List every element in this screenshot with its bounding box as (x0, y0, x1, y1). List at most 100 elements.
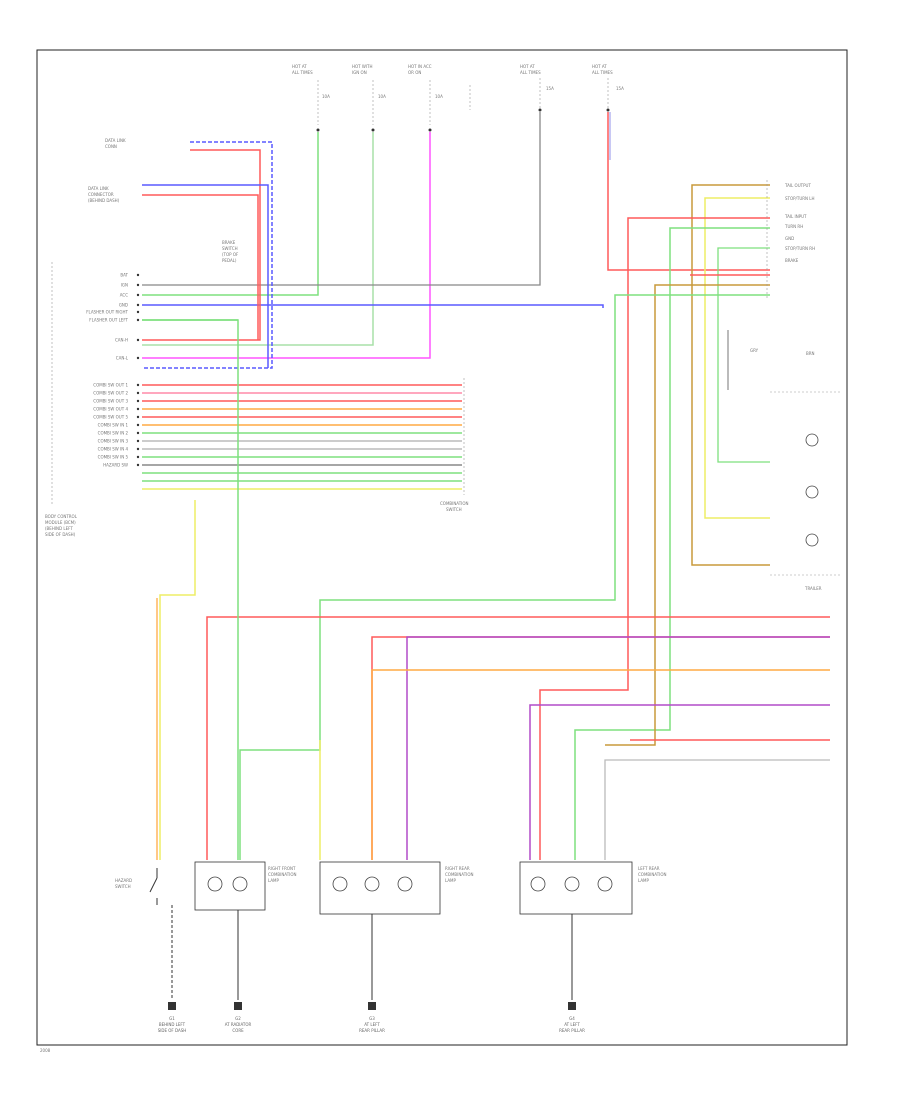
fuse-2-amp: 10A (378, 94, 386, 99)
ground-right-l2: AT LEFT (564, 1022, 580, 1027)
fuse-3-label2: OR ON (408, 70, 421, 75)
bcm-pin-terminal (136, 293, 140, 297)
hazard-label-1: HAZARD (115, 878, 132, 883)
bcm-pin-label: COMBI SW IN 2 (98, 431, 129, 436)
wire-purple-rear-2 (529, 704, 830, 860)
fuse-5-amp: 15A (616, 86, 624, 91)
svg-text:DATA LINK: DATA LINK (105, 138, 126, 143)
fuse-4-label: HOT AT (520, 64, 535, 69)
rr-lamp-label-2: COMBINATION (445, 872, 474, 877)
lr-lamp-label-2: COMBINATION (638, 872, 667, 877)
wire-gray-fuse4 (142, 112, 541, 286)
bcm-pin-label: CAN-H (115, 338, 128, 343)
wire-magenta-fuse3 (142, 132, 431, 359)
bcm-pin-terminal (136, 383, 140, 387)
fuse-4-label2: ALL TIMES (520, 70, 541, 75)
trailer-pin-label: BRAKE (785, 258, 799, 263)
wire-can-red (142, 149, 261, 341)
wire-brown-trailer-2 (605, 284, 770, 746)
ground-left-l2: BEHIND LEFT (159, 1022, 186, 1027)
fuse-4: HOT AT ALL TIMES 15A (520, 64, 554, 112)
lr-lamp-label-1: LEFT REAR (638, 866, 660, 871)
top-left-labels: DATA LINK CONN DATA LINK CONNECTOR (BEHI… (88, 138, 239, 263)
right-rear-lamp: RIGHT REAR COMBINATION LAMP (319, 861, 474, 1000)
wire-red-rear-1 (206, 616, 830, 860)
trailer-pin-label: STOP/TURN LH (785, 196, 815, 201)
bcm-pin-terminal (136, 310, 140, 314)
bcm-title-2: MODULE (BCM) (45, 520, 76, 525)
rr-lamp-label-1: RIGHT REAR (445, 866, 470, 871)
svg-text:(BEHIND DASH): (BEHIND DASH) (88, 198, 120, 203)
svg-text:CONNECTOR: CONNECTOR (88, 192, 114, 197)
svg-text:SWITCH: SWITCH (222, 246, 238, 251)
trailer-pin-label: GND (785, 236, 794, 241)
bcm-pin-terminal (136, 439, 140, 443)
combi-title-1: COMBINATION (440, 501, 469, 506)
bcm-pin-label: COMBI SW OUT 2 (93, 391, 128, 396)
fuse-5: HOT AT ALL TIMES 15A (592, 64, 624, 112)
bcm-pin-terminal (136, 391, 140, 395)
trailer-lamp-1 (805, 433, 819, 447)
wire-gray-rear (604, 759, 830, 860)
combi-title-2: SWITCH (446, 507, 462, 512)
ground-right-l1: G4 (569, 1016, 575, 1021)
bcm-pin-terminal (136, 447, 140, 451)
fuse-5-label: HOT AT (592, 64, 607, 69)
bottom-components: HAZARD SWITCH RIGHT FRONT COMBINATION LA… (115, 861, 667, 1000)
wire-data-blue (142, 184, 269, 368)
fuse-group: HOT AT ALL TIMES 10A HOT WITH IGN ON 10A… (292, 64, 624, 132)
ground-mid: G3 AT LEFT REAR PILLAR (359, 1002, 385, 1033)
bcm-pin-label: COMBI SW OUT 5 (93, 415, 128, 420)
bcm-pin-label: IGN (121, 283, 128, 288)
bcm-pin-label: FLASHER OUT RIGHT (86, 310, 128, 315)
bcm-pin-label: COMBI SW OUT 4 (93, 407, 128, 412)
fuse-3-amp: 10A (435, 94, 443, 99)
wire-purple-rear (406, 636, 830, 860)
ground-left-l1: G1 (169, 1016, 175, 1021)
combi-switch: COMBINATION SWITCH (440, 378, 469, 512)
rr-lamp-label-3: LAMP (445, 878, 457, 883)
diagram-frame (36, 49, 848, 1046)
wire-green-long (239, 294, 770, 860)
wire-brown-trailer (691, 184, 770, 566)
svg-text:BRAKE: BRAKE (222, 240, 236, 245)
wire-green-fuse1 (142, 132, 319, 296)
bcm-pin-terminal (136, 415, 140, 419)
ground-front-l3: CORE (232, 1028, 244, 1033)
wire-red-fuse5 (607, 112, 770, 271)
wire-blue-long (142, 304, 604, 308)
bcm-pin-terminal (136, 303, 140, 307)
bcm-pin-label: ACC (120, 293, 128, 298)
svg-text:BRN: BRN (806, 351, 815, 356)
hazard-switch: HAZARD SWITCH (115, 868, 173, 1000)
fuse-2-label2: IGN ON (352, 70, 367, 75)
bcm-pin-terminal (136, 431, 140, 435)
ground-mid-l3: REAR PILLAR (359, 1028, 385, 1033)
svg-text:DATA LINK: DATA LINK (88, 186, 109, 191)
bcm-pin-label: CAN-L (116, 356, 129, 361)
lr-lamp-label-3: LAMP (638, 878, 650, 883)
ground-left: G1 BEHIND LEFT SIDE OF DASH (158, 1002, 187, 1033)
wire-orange-rear (371, 669, 830, 860)
svg-text:(TOP OF: (TOP OF (222, 252, 239, 257)
bcm-pin-label: COMBI SW IN 3 (98, 439, 129, 444)
fuse-1-label: HOT AT (292, 64, 307, 69)
wire-can-blue (142, 141, 273, 369)
bcm-pin-label: HAZARD SW (103, 463, 128, 468)
svg-text:GRY: GRY (750, 348, 759, 353)
trailer-pin-label: STOP/TURN RH (785, 246, 815, 251)
ground-left-l3: SIDE OF DASH (158, 1028, 187, 1033)
footer-year: 2008 (40, 1048, 51, 1053)
bcm-title-1: BODY CONTROL (45, 514, 78, 519)
fuse-2: HOT WITH IGN ON 10A (352, 64, 386, 132)
left-rear-lamp: LEFT REAR COMBINATION LAMP (519, 861, 667, 1000)
bcm-pin-label: COMBI SW IN 1 (98, 423, 129, 428)
fuse-1-amp: 10A (322, 94, 330, 99)
svg-text:PEDAL): PEDAL) (222, 258, 237, 263)
ground-front-l1: G2 (235, 1016, 241, 1021)
trailer-pin-label: TAIL OUTPUT (784, 183, 811, 188)
wire-gray-fuse2 (142, 132, 374, 346)
